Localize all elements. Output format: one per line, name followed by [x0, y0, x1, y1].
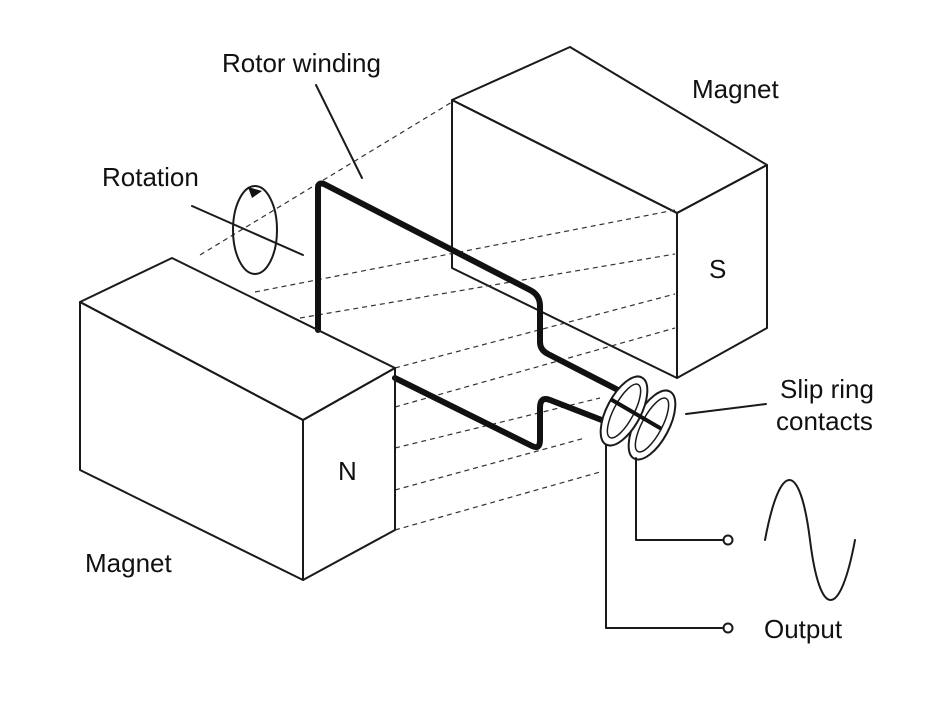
magnet-n [79, 257, 396, 581]
magnet-n-side-face [79, 301, 304, 581]
pole-s-label: S [709, 254, 726, 284]
sine-wave-icon [764, 479, 856, 601]
field-lines [199, 101, 676, 531]
magnet-n-pole-face [302, 367, 396, 581]
slip-ring-leader [685, 403, 767, 415]
pole-n-label: N [338, 456, 357, 486]
magnet-top-label: Magnet [692, 74, 779, 104]
magnet-s-side-face [451, 99, 678, 379]
rotor-winding [315, 180, 621, 451]
magnet-s-pole-face [676, 164, 768, 379]
rotation-indicator [191, 185, 304, 275]
magnet-s-top-face [451, 46, 768, 214]
output-terminal-lower [722, 622, 734, 634]
rotor-winding-label: Rotor winding [222, 48, 381, 78]
slip-ring-label-line2: contacts [776, 406, 873, 436]
rotation-label: Rotation [102, 162, 199, 192]
magnet-bottom-label: Magnet [85, 548, 172, 578]
slip-ring-label-line1: Slip ring [780, 374, 874, 404]
output-terminal-upper [722, 534, 734, 546]
rotation-arrow-icon [248, 187, 262, 198]
output-label: Output [764, 614, 843, 644]
rotor-winding-leader [315, 84, 363, 179]
output-wires [605, 444, 734, 634]
magnet-s [451, 46, 768, 379]
